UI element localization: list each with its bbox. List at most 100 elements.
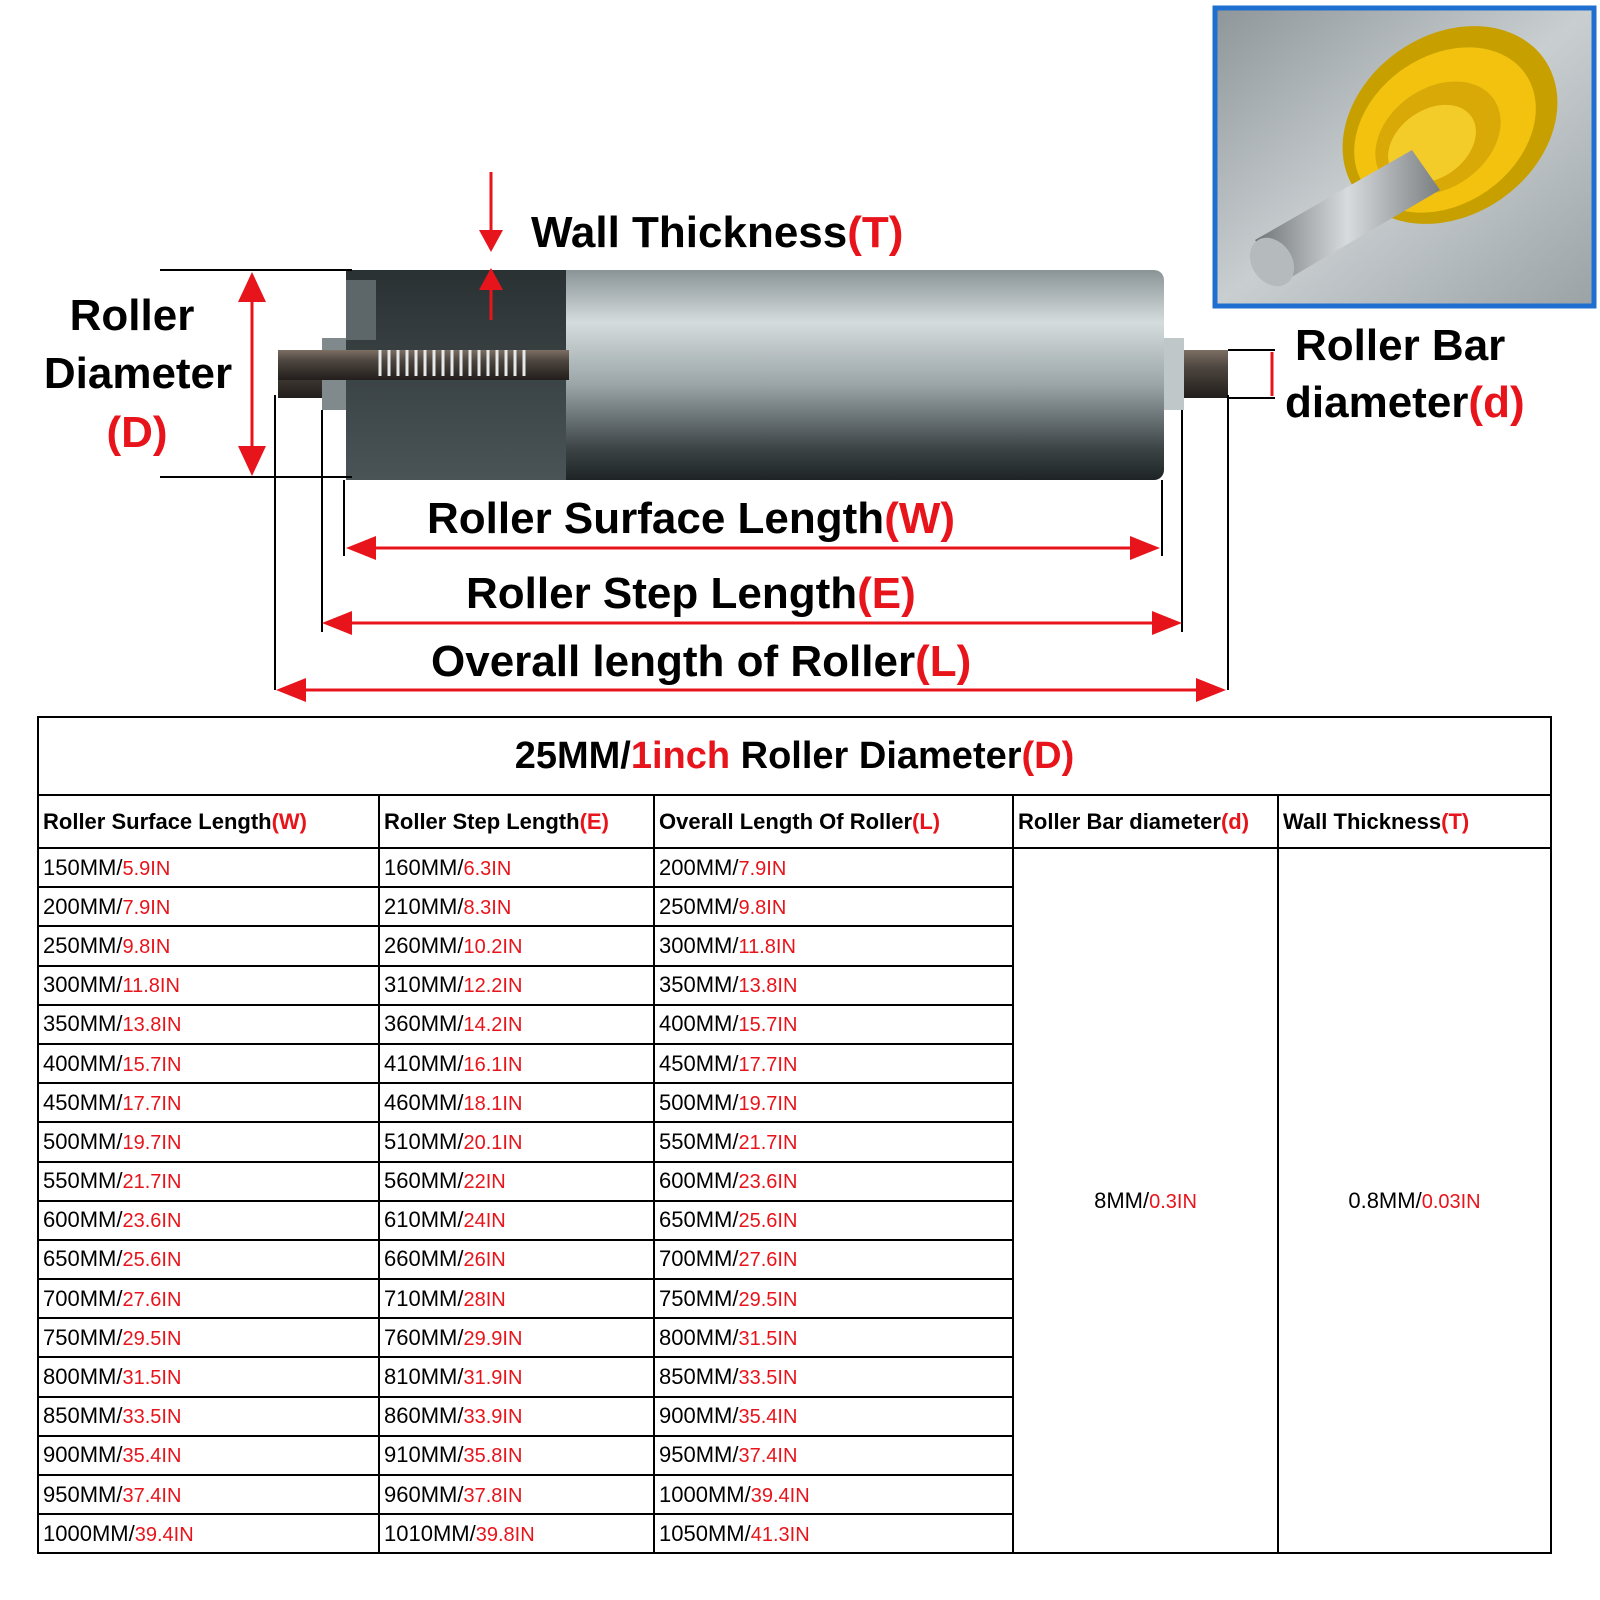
- value-inch: 35.8IN: [463, 1445, 523, 1468]
- value-mm: 850MM/: [659, 1364, 739, 1390]
- overall-length-cell: 300MM/11.8IN: [653, 925, 1014, 967]
- value-mm: 710MM/: [384, 1285, 464, 1311]
- value-inch: 25.6IN: [738, 1210, 798, 1233]
- value-inch: 9.8IN: [122, 935, 171, 958]
- surface-length-cell: 650MM/25.6IN: [37, 1238, 380, 1281]
- step-length-cell: 760MM/29.9IN: [378, 1317, 655, 1359]
- overall-length-cell: 250MM/9.8IN: [653, 886, 1014, 928]
- table-title: 25MM/1inch Roller Diameter(D): [37, 716, 1552, 796]
- surface-length-cell: 600MM/23.6IN: [37, 1199, 380, 1241]
- surface-length-cell: 1000MM/39.4IN: [37, 1513, 380, 1555]
- value-inch: 12.2IN: [463, 975, 523, 998]
- roller-dimension-diagram: Wall Thickness(T) Roller Diameter (D) Ro…: [44, 5, 1597, 702]
- header-wall-thickness: Wall Thickness(T): [1277, 794, 1552, 849]
- value-inch: 25.6IN: [122, 1249, 182, 1272]
- value-inch: 37.8IN: [463, 1484, 523, 1507]
- value-mm: 400MM/: [43, 1050, 123, 1076]
- overall-length-cell: 500MM/19.7IN: [653, 1082, 1014, 1124]
- value-mm: 1000MM/: [659, 1481, 751, 1507]
- value-mm: 950MM/: [659, 1442, 739, 1468]
- overall-length-cell: 550MM/21.7IN: [653, 1121, 1014, 1163]
- step-length-cell: 810MM/31.9IN: [378, 1356, 655, 1398]
- step-length-cell: 310MM/12.2IN: [378, 964, 655, 1006]
- value-mm: 700MM/: [659, 1246, 739, 1272]
- value-inch: 28IN: [463, 1288, 506, 1311]
- overall-length-cell: 600MM/23.6IN: [653, 1160, 1014, 1202]
- value-inch: 33.5IN: [122, 1406, 182, 1429]
- value-inch: 15.7IN: [738, 1014, 798, 1037]
- value-mm: 560MM/: [384, 1168, 464, 1194]
- value-mm: 910MM/: [384, 1442, 464, 1468]
- value-mm: 450MM/: [43, 1089, 123, 1115]
- value-mm: 610MM/: [384, 1207, 464, 1233]
- overall-length-cell: 950MM/37.4IN: [653, 1434, 1014, 1477]
- step-length-cell: 710MM/28IN: [378, 1278, 655, 1320]
- value-inch: 27.6IN: [122, 1288, 182, 1311]
- value-inch: 29.5IN: [122, 1327, 182, 1350]
- value-mm: 8MM/: [1094, 1187, 1150, 1213]
- overall-length-cell: 900MM/35.4IN: [653, 1395, 1014, 1437]
- surface-length-cell: 900MM/35.4IN: [37, 1434, 380, 1477]
- step-length-cell: 560MM/22IN: [378, 1160, 655, 1202]
- step-length-cell: 160MM/6.3IN: [378, 846, 655, 889]
- value-inch: 22IN: [463, 1171, 506, 1194]
- dimension-arrows: [238, 172, 1274, 702]
- value-mm: 400MM/: [659, 1011, 739, 1037]
- value-inch: 33.5IN: [738, 1367, 798, 1390]
- value-mm: 900MM/: [43, 1442, 123, 1468]
- surface-length-cell: 500MM/19.7IN: [37, 1121, 380, 1163]
- value-mm: 700MM/: [43, 1285, 123, 1311]
- value-inch: 11.8IN: [738, 935, 796, 958]
- overall-length-cell: 850MM/33.5IN: [653, 1356, 1014, 1398]
- value-mm: 800MM/: [659, 1324, 739, 1350]
- value-inch: 37.4IN: [122, 1484, 182, 1507]
- value-inch: 21.7IN: [122, 1171, 182, 1194]
- value-inch: 24IN: [463, 1210, 506, 1233]
- surface-length-cell: 300MM/11.8IN: [37, 964, 380, 1006]
- value-inch: 16.1IN: [463, 1053, 523, 1076]
- value-mm: 500MM/: [43, 1128, 123, 1154]
- step-length-cell: 410MM/16.1IN: [378, 1042, 655, 1085]
- roller-diameter-label-line2: Diameter: [44, 349, 232, 398]
- value-mm: 250MM/: [659, 893, 739, 919]
- overall-length-cell: 750MM/29.5IN: [653, 1278, 1014, 1320]
- spring-coil: [378, 350, 526, 376]
- step-length-cell: 460MM/18.1IN: [378, 1082, 655, 1124]
- value-mm: 350MM/: [659, 972, 739, 998]
- surface-length-cell: 250MM/9.8IN: [37, 925, 380, 967]
- value-inch: 18.1IN: [463, 1092, 523, 1115]
- overall-length-label: Overall length of Roller(L): [431, 637, 971, 686]
- value-mm: 310MM/: [384, 972, 464, 998]
- value-inch: 23.6IN: [738, 1171, 798, 1194]
- value-inch: 21.7IN: [738, 1131, 798, 1154]
- value-mm: 760MM/: [384, 1324, 464, 1350]
- value-inch: 31.5IN: [738, 1327, 798, 1350]
- surface-length-cell: 150MM/5.9IN: [37, 846, 380, 889]
- value-mm: 810MM/: [384, 1364, 464, 1390]
- wall-thickness-cell: 0.8MM/0.03IN: [1277, 846, 1552, 1555]
- value-mm: 410MM/: [384, 1050, 464, 1076]
- value-inch: 31.9IN: [463, 1367, 523, 1390]
- step-length-label: Roller Step Length(E): [466, 569, 916, 618]
- overall-length-cell: 1000MM/39.4IN: [653, 1473, 1014, 1516]
- value-mm: 600MM/: [659, 1168, 739, 1194]
- surface-length-cell: 200MM/7.9IN: [37, 886, 380, 928]
- value-inch: 0.3IN: [1149, 1190, 1197, 1213]
- overall-length-cell: 350MM/13.8IN: [653, 964, 1014, 1006]
- value-mm: 160MM/: [384, 854, 464, 880]
- overall-length-cell: 700MM/27.6IN: [653, 1238, 1014, 1281]
- dimension-lines: [160, 269, 1275, 690]
- value-mm: 300MM/: [43, 972, 123, 998]
